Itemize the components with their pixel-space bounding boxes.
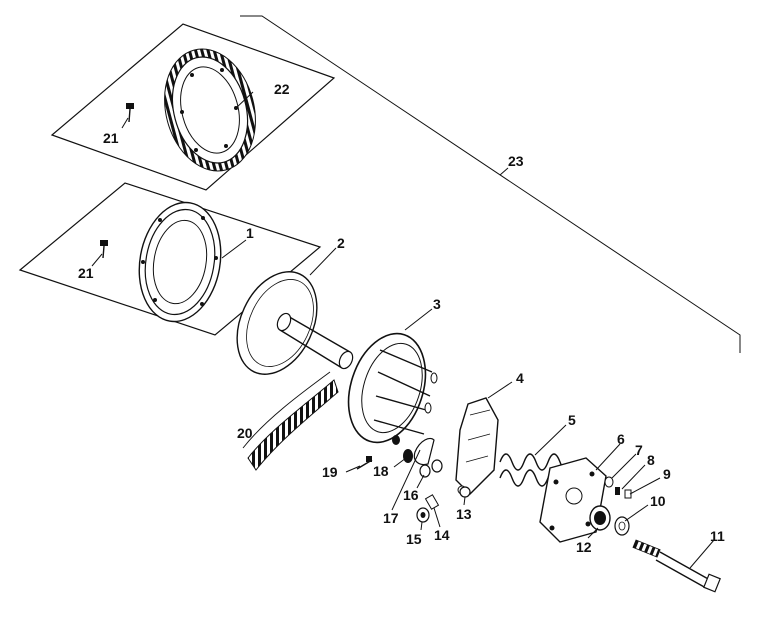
ring-gear-panel [50,23,336,191]
nut-15 [416,507,430,523]
bushing-12 [589,505,611,531]
screw-21-bottom [100,240,108,259]
callout-11: 11 [710,528,725,544]
weight-18 [403,449,413,463]
callout-9: 9 [663,466,671,482]
callout-12: 12 [576,539,592,555]
callout-8: 8 [647,452,655,468]
callout-1: 1 [246,225,254,241]
drive-plate-1 [138,201,222,323]
shoe-17 [413,437,435,466]
bolt-8 [615,487,620,495]
callout-17: 17 [383,510,399,526]
pin-19 [356,456,373,470]
bolt-11 [632,539,721,593]
washer-7 [604,476,614,488]
callout-21-bottom: 21 [78,265,94,281]
callout-13: 13 [456,506,472,522]
callout-18: 18 [373,463,389,479]
callout-21-top: 21 [103,130,119,146]
assembly-23-outline [240,15,741,353]
ring-gear-22 [164,48,256,172]
callout-20: 20 [237,425,253,441]
callout-7: 7 [635,442,643,458]
drive-belt-20 [242,371,339,471]
callout-3: 3 [433,296,441,312]
callout-19: 19 [322,464,338,480]
callout-22: 22 [274,81,290,97]
leader-lines [91,91,715,569]
callout-4: 4 [516,370,524,386]
callout-16: 16 [403,487,419,503]
callout-14: 14 [434,527,450,543]
drive-plate-panel [18,182,322,336]
movable-sheave-3 [347,332,438,445]
cover-6 [539,457,607,543]
callout-15: 15 [406,531,422,547]
screw-21-top [126,103,134,123]
callout-10: 10 [650,493,666,509]
callout-23: 23 [508,153,524,169]
callout-5: 5 [568,412,576,428]
washer-10 [614,516,630,536]
callout-6: 6 [617,431,625,447]
fixed-sheave-2 [236,271,354,375]
nut-13 [459,486,471,498]
spider-4 [455,397,499,495]
pin-14 [424,494,440,510]
callout-2: 2 [337,235,345,251]
